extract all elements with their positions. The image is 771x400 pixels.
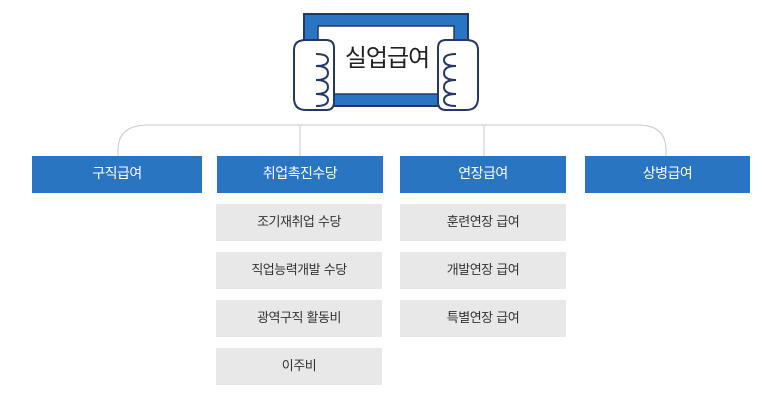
diagram-title: 실업급여 [344,44,430,72]
category-job-seeking-benefit: 구직급여 [32,156,202,193]
hands-holding-sign-icon [293,13,479,111]
sub-item-training-extension: 훈련연장 급여 [400,204,566,241]
sub-item-special-extension: 특별연장 급여 [400,300,566,337]
sub-item-individual-extension: 개발연장 급여 [400,252,566,289]
top-branch-line [117,124,667,156]
sub-item-vocational-development: 직업능력개발 수당 [216,252,382,289]
sub-item-early-reemployment: 조기재취업 수당 [216,204,382,241]
sub-item-relocation-cost: 이주비 [216,348,382,385]
sub-item-wide-area-job-search: 광역구직 활동비 [216,300,382,337]
category-extended-benefit: 연장급여 [400,156,566,193]
category-employment-promotion-allowance: 취업촉진수당 [217,156,383,193]
category-sickness-benefit: 상병급여 [585,156,750,193]
